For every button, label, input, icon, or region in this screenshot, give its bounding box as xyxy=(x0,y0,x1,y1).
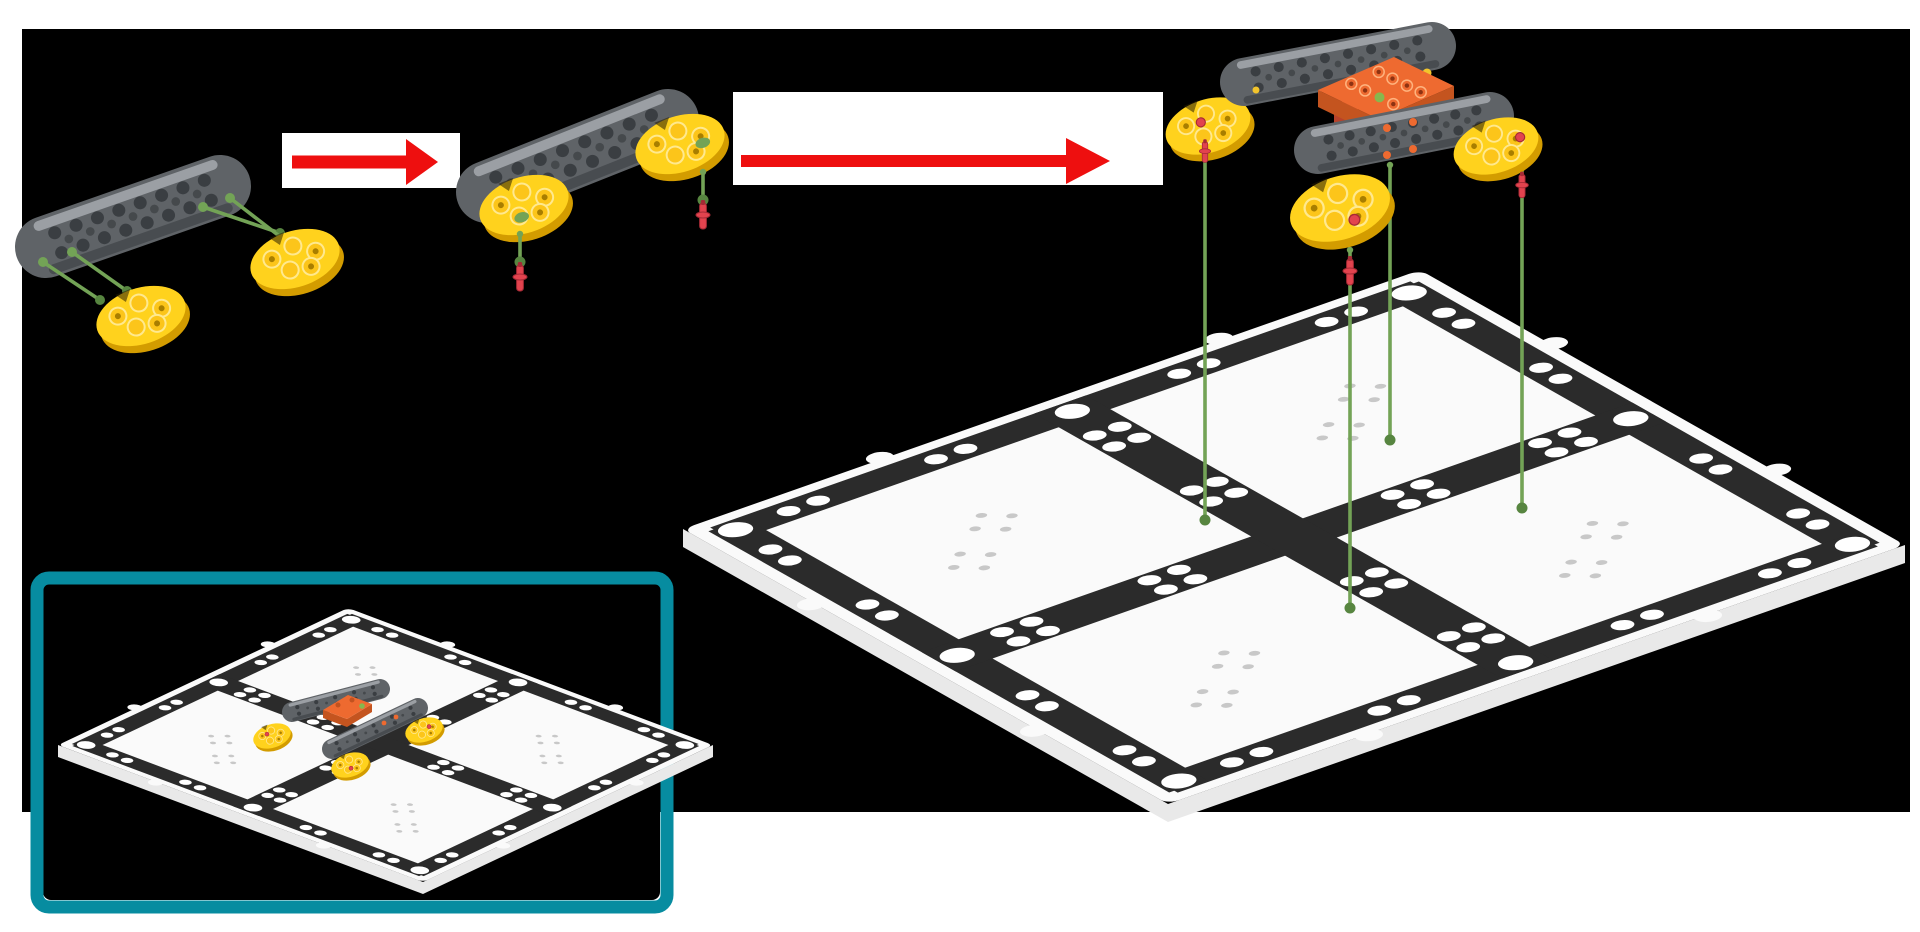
alignment-guide-line xyxy=(67,247,132,296)
step3-assembly xyxy=(1165,22,1543,286)
arrow-head xyxy=(406,139,438,185)
transfer-arrow-1-icon xyxy=(282,133,460,188)
result-inset xyxy=(30,571,713,914)
yellow-corner-connector xyxy=(331,752,371,781)
yellow-corner-connector xyxy=(253,723,293,752)
yellow-corner-connector xyxy=(1453,117,1543,182)
red-pin-connector xyxy=(1342,256,1358,286)
pin-end-dot xyxy=(1383,124,1391,132)
yellow-corner-connector xyxy=(405,717,445,746)
pin-end-dot xyxy=(1514,132,1526,143)
yellow-corner-connector xyxy=(250,228,344,297)
pin-end-dot xyxy=(348,765,354,771)
arrow-backdrop xyxy=(733,92,1163,185)
red-pin-connector xyxy=(695,200,711,230)
pin-end-dot xyxy=(1252,86,1260,94)
yellow-corner-connector xyxy=(479,174,573,243)
alignment-guide-line xyxy=(514,230,526,268)
inset-assembly xyxy=(253,679,445,781)
baseplate-top-face xyxy=(688,272,1900,802)
alignment-guides xyxy=(1199,136,1528,614)
gray-beam xyxy=(15,155,251,278)
step2-assembly xyxy=(456,89,729,292)
guide-dot xyxy=(359,703,365,709)
alignment-guide-line xyxy=(38,257,105,305)
guide-dot xyxy=(514,212,529,223)
orange-plate xyxy=(323,695,372,727)
pin-end-dot xyxy=(1383,151,1391,159)
gray-beam xyxy=(322,698,428,759)
yellow-corner-connector xyxy=(635,113,729,182)
yellow-corner-connector xyxy=(1290,174,1395,250)
pin-end-dot xyxy=(1409,118,1417,126)
pin-end-dot xyxy=(1409,145,1417,153)
red-pin-connector xyxy=(1198,139,1212,163)
red-pin-connector xyxy=(512,262,528,292)
step1-assembly xyxy=(15,155,344,354)
guide-dot xyxy=(1374,92,1385,103)
pin-end-dot xyxy=(1348,213,1361,226)
pin-end-dot xyxy=(1195,117,1206,128)
alignment-guide-line xyxy=(1344,246,1356,614)
transfer-arrow-2-icon xyxy=(733,92,1163,185)
guide-dot xyxy=(695,137,711,149)
yellow-corner-connector xyxy=(1165,97,1255,162)
baseplate xyxy=(683,272,1905,822)
yellow-corner-connector xyxy=(96,285,190,354)
red-pin-connector xyxy=(1515,171,1529,199)
arrow-head xyxy=(1066,138,1110,184)
pin-end-dot xyxy=(426,724,432,729)
pin-end-dot xyxy=(264,731,270,737)
baseplate-side-face xyxy=(683,529,1905,822)
inset-baseplate-top-face xyxy=(60,609,711,881)
